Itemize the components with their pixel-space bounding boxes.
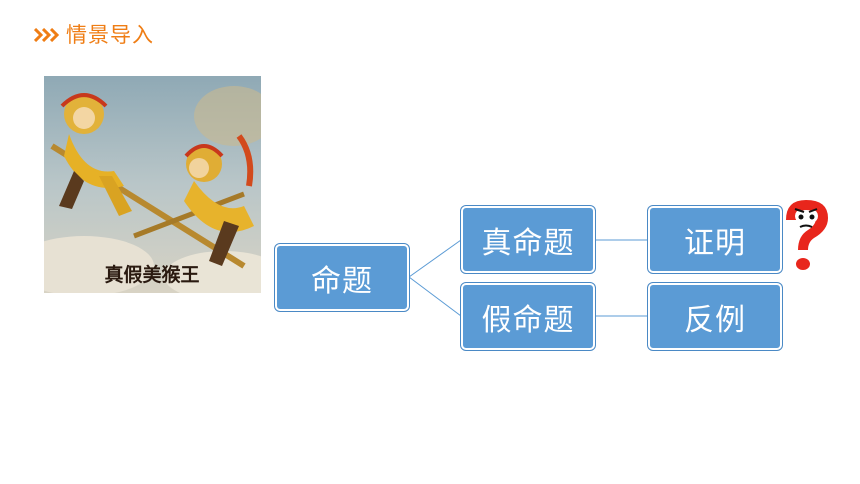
proof-box: 证明 <box>648 206 782 273</box>
triple-chevron-icon <box>34 28 60 42</box>
counterexample-label: 反例 <box>684 302 746 338</box>
red-question-mark-icon <box>778 196 834 276</box>
proof-label: 证明 <box>684 225 746 261</box>
slide-header: 情景导入 <box>34 20 154 50</box>
monkey-king-illustration: 真假美猴王 <box>44 76 261 293</box>
true-proposition-box: 真命题 <box>461 206 595 273</box>
counterexample-box: 反例 <box>648 283 782 350</box>
true-proposition-label: 真命题 <box>481 225 575 261</box>
false-proposition-box: 假命题 <box>461 283 595 350</box>
slide-title: 情景导入 <box>66 23 154 47</box>
proposition-label: 命题 <box>311 263 373 299</box>
false-proposition-label: 假命题 <box>481 302 575 338</box>
proposition-box: 命题 <box>275 244 409 311</box>
caption-text: 真假美猴王 <box>104 263 199 286</box>
